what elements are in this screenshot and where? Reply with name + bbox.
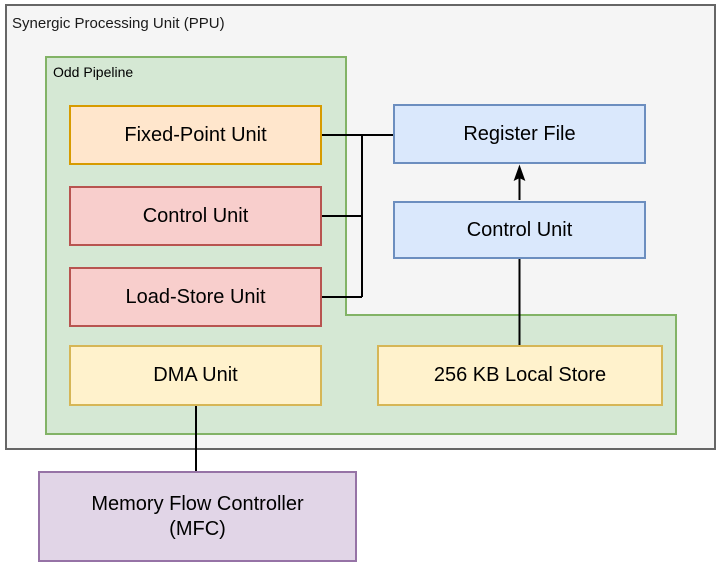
block-register-file-label: Register File: [463, 122, 576, 145]
block-fixed-point-unit: Fixed-Point Unit: [69, 105, 322, 165]
block-local-store: 256 KB Local Store: [377, 345, 663, 406]
block-mfc-label-line1: Memory Flow Controller: [91, 492, 304, 515]
block-load-store-unit-label: Load-Store Unit: [125, 285, 266, 308]
block-fixed-point-unit-label: Fixed-Point Unit: [124, 123, 267, 146]
block-dma-unit-label: DMA Unit: [153, 364, 238, 386]
block-local-store-label: 256 KB Local Store: [433, 364, 607, 386]
block-odd-control-unit-label: Control Unit: [142, 204, 249, 227]
block-odd-control-unit: Control Unit: [69, 186, 322, 246]
odd-pipeline-label: Odd Pipeline: [53, 64, 134, 80]
ppu-title: Synergic Processing Unit (PPU): [12, 15, 225, 32]
block-control-unit: Control Unit: [393, 201, 646, 259]
block-memory-flow-controller: Memory Flow Controller (MFC): [38, 471, 357, 562]
block-dma-unit: DMA Unit: [69, 345, 322, 406]
block-mfc-label-line2: (MFC): [169, 517, 226, 540]
block-register-file: Register File: [393, 104, 646, 164]
block-load-store-unit: Load-Store Unit: [69, 267, 322, 327]
block-control-unit-label: Control Unit: [466, 218, 573, 241]
